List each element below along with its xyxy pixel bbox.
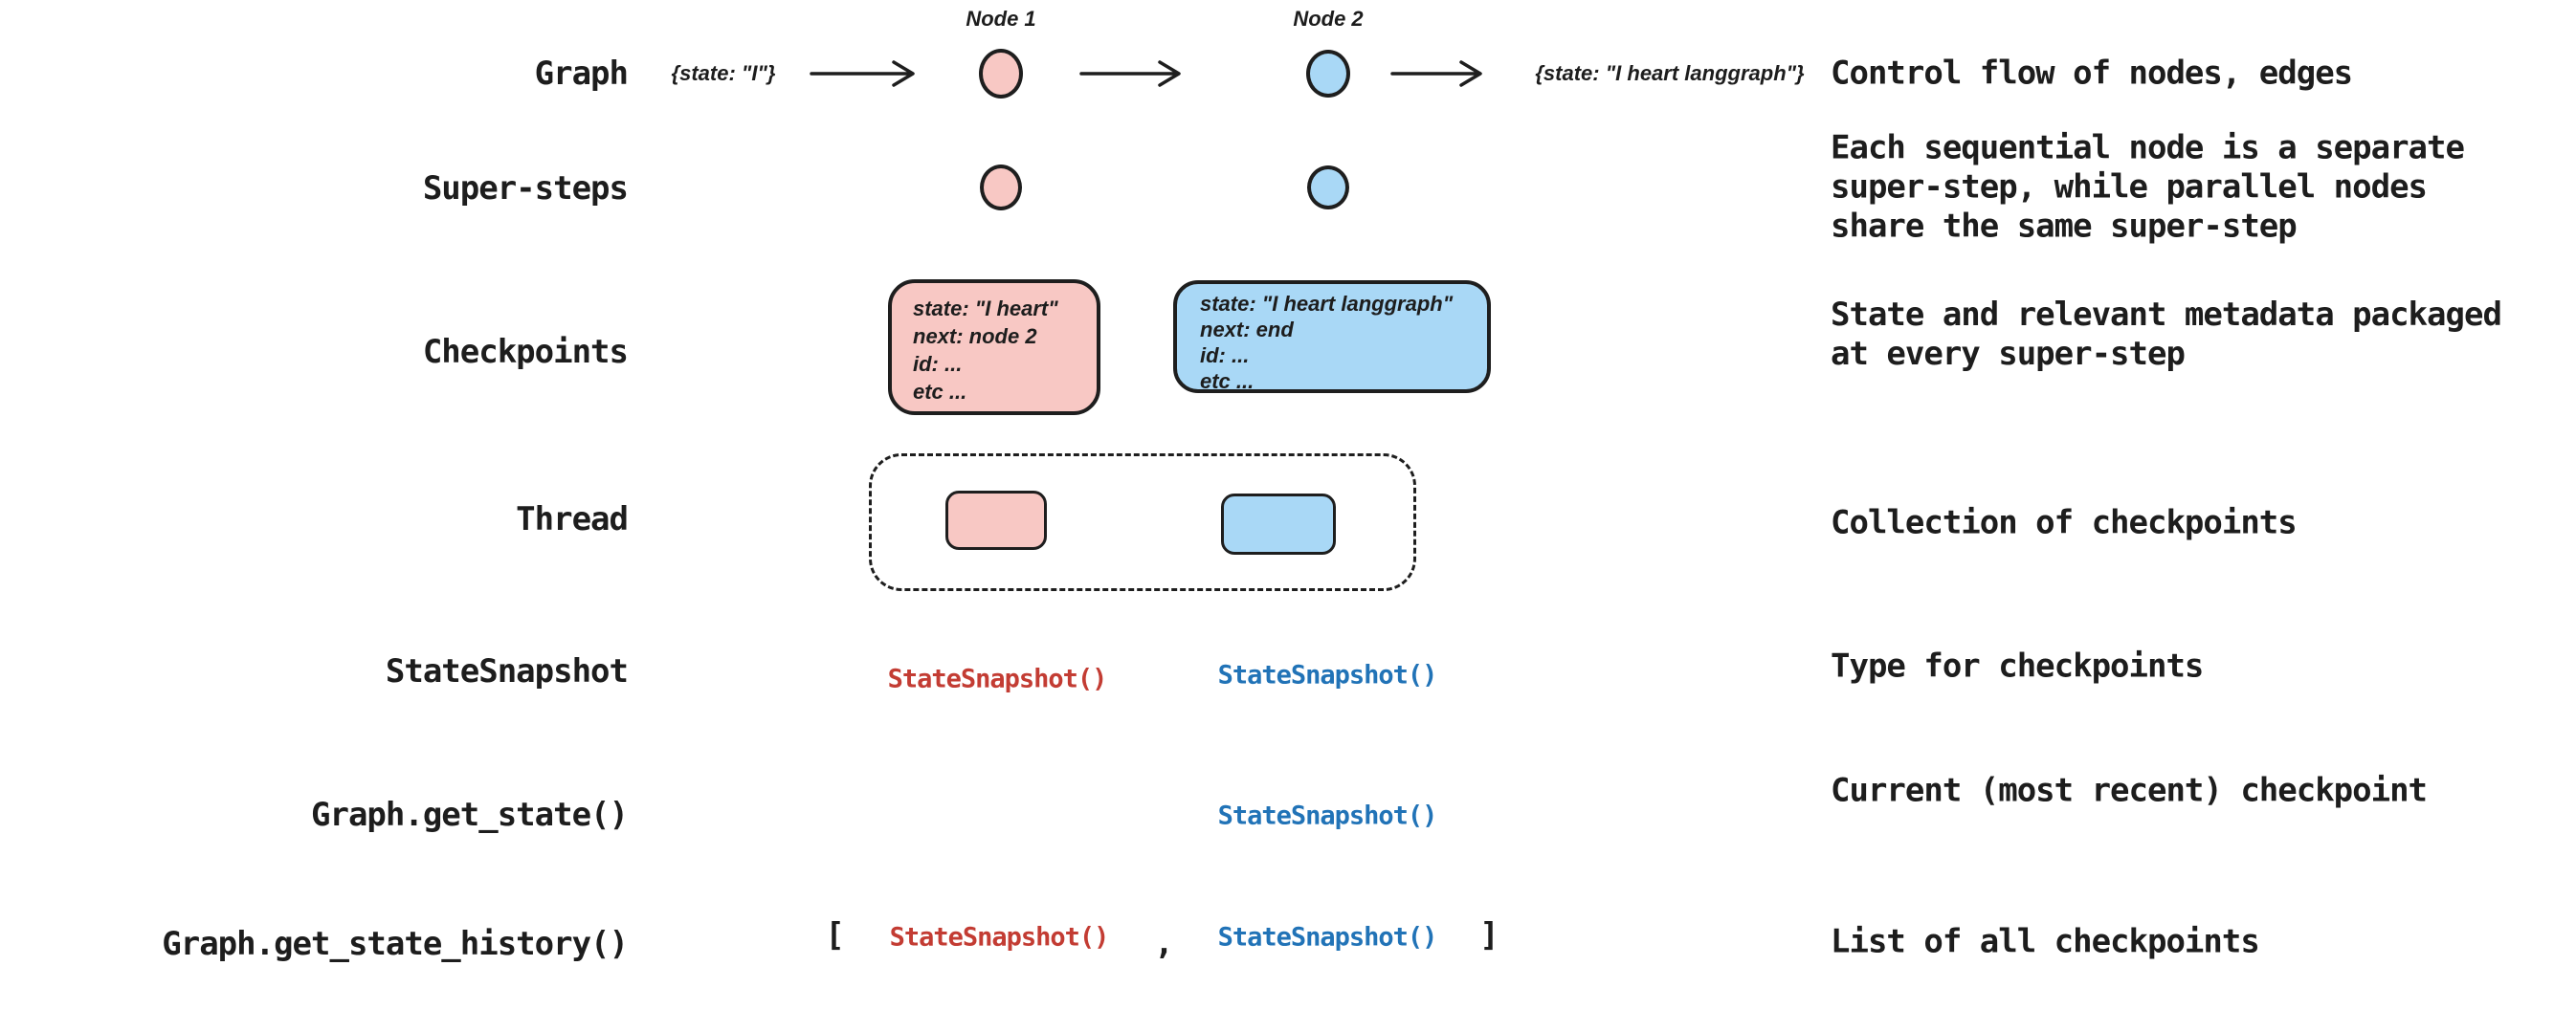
row-label-statesnapshot: StateSnapshot (385, 652, 629, 691)
checkpoint-card-node1: state: "I heart" next: node 2 id: ... et… (888, 279, 1100, 415)
statesnapshot-blue: StateSnapshot() (1217, 660, 1438, 691)
row-desc-get-state: Current (most recent) checkpoint (1831, 771, 2428, 810)
node2-title: Node 2 (1293, 7, 1364, 31)
row-label-thread: Thread (516, 500, 629, 538)
thread-checkpoint-pink (945, 491, 1047, 550)
flow-arrow-icon (1079, 60, 1181, 87)
flow-arrow-icon (810, 60, 915, 87)
super-step1-circle (980, 165, 1022, 210)
checkpoint-card-node2: state: "I heart langgraph" next: end id:… (1173, 280, 1491, 393)
history-statesnapshot-red: StateSnapshot() (889, 922, 1110, 953)
row-label-get-state: Graph.get_state() (311, 796, 629, 834)
node1-circle (979, 49, 1023, 99)
row-label-graph: Graph (534, 55, 629, 93)
row-desc-get-state-history: List of all checkpoints (1831, 922, 2260, 961)
row-label-get-state-history: Graph.get_state_history() (162, 925, 629, 963)
statesnapshot-red: StateSnapshot() (887, 664, 1108, 694)
flow-arrow-icon (1390, 60, 1482, 87)
super-step2-circle (1307, 165, 1349, 209)
history-list-separator: , (1154, 924, 1174, 962)
row-desc-graph: Control flow of nodes, edges (1831, 54, 2353, 93)
history-list-close-bracket: ] (1479, 916, 1499, 955)
row-desc-statesnapshot: Type for checkpoints (1831, 647, 2204, 686)
history-list-open-bracket: [ (825, 916, 845, 955)
row-desc-thread: Collection of checkpoints (1831, 503, 2298, 542)
node2-circle (1306, 50, 1350, 98)
input-state-text: {state: "I"} (671, 61, 776, 85)
history-statesnapshot-blue: StateSnapshot() (1217, 922, 1438, 953)
row-desc-super-steps: Each sequential node is a separate super… (1831, 128, 2465, 246)
checkpoint-card-node1-text: state: "I heart" next: node 2 id: ... et… (913, 296, 1058, 404)
thread-checkpoint-blue (1221, 494, 1336, 555)
row-label-checkpoints: Checkpoints (422, 333, 629, 371)
row-label-super-steps: Super-steps (422, 169, 629, 208)
checkpoint-card-node2-text: state: "I heart langgraph" next: end id:… (1200, 292, 1454, 393)
node1-title: Node 1 (966, 7, 1036, 31)
get-state-result: StateSnapshot() (1217, 801, 1438, 831)
output-state-text: {state: "I heart langgraph"} (1535, 61, 1805, 85)
row-desc-checkpoints: State and relevant metadata packaged at … (1831, 296, 2502, 373)
thread-container (869, 453, 1416, 591)
